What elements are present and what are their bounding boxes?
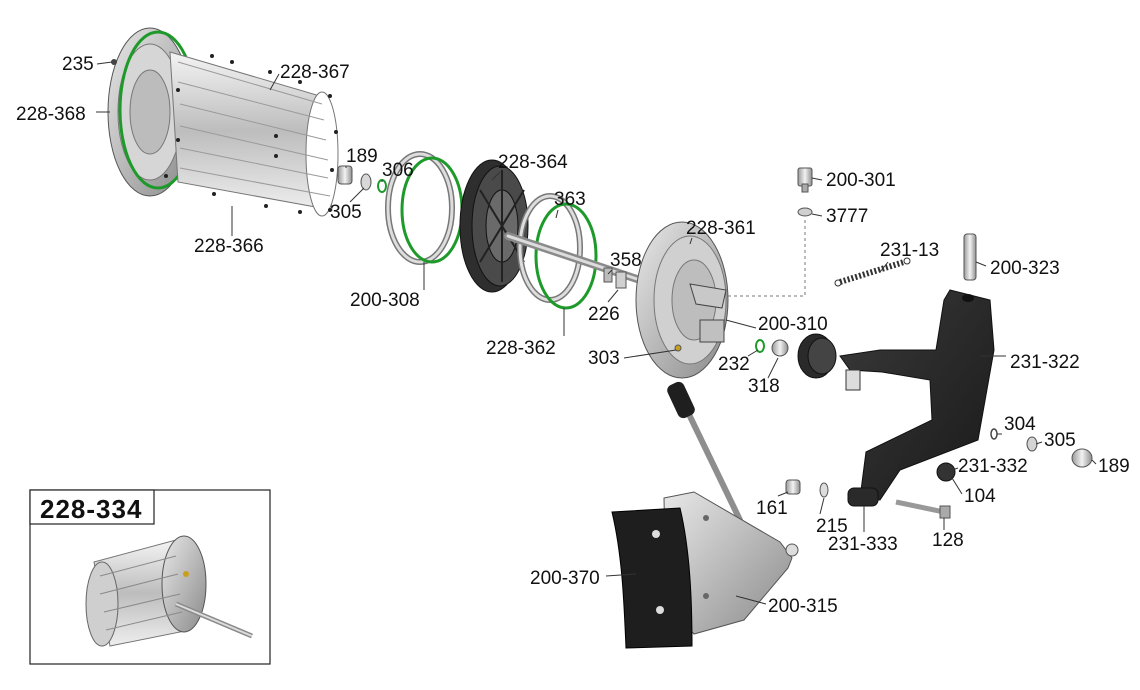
- part-label-189a: 189: [346, 146, 378, 167]
- leader-line-200-310: [725, 319, 757, 329]
- drum-assembly: [107, 27, 339, 217]
- part-label-304: 304: [1004, 414, 1036, 435]
- part-label-231-13: 231-13: [880, 240, 939, 261]
- leader-line-318: [767, 357, 779, 379]
- washer-215: [819, 482, 829, 498]
- brake-pad-200-370: [611, 507, 693, 649]
- nut-189-right: [1071, 448, 1093, 468]
- part-label-215: 215: [816, 516, 848, 537]
- leader-line-104: [951, 477, 963, 495]
- leader-line-228-364: [491, 171, 501, 181]
- part-label-226: 226: [588, 304, 620, 325]
- part-label-235: 235: [62, 54, 94, 75]
- leader-line-358: [607, 269, 613, 275]
- washer-305-right: [1026, 436, 1038, 452]
- part-label-200-315: 200-315: [768, 596, 838, 617]
- leader-line-200-315: [735, 595, 767, 605]
- nut-189: [337, 165, 353, 185]
- washer-305: [360, 173, 372, 191]
- part-label-228-362: 228-362: [486, 338, 556, 359]
- leader-line-228-361: [689, 237, 693, 245]
- screw-235: [111, 59, 117, 65]
- part-label-200-301: 200-301: [826, 170, 896, 191]
- inset-assembly-drawing: [85, 535, 253, 647]
- leader-line-3777: [811, 213, 823, 217]
- pin-200-323: [963, 233, 977, 281]
- roller: [797, 333, 837, 379]
- leader-line-226: [607, 289, 619, 303]
- seal-rings-228-362: [517, 193, 598, 310]
- ring-304: [990, 428, 998, 440]
- leader-line-200-323: [975, 261, 987, 267]
- fitting-303: [674, 344, 682, 352]
- leader-line-305b: [1035, 441, 1043, 445]
- part-label-189b: 189: [1098, 456, 1130, 477]
- drum-shell: [164, 51, 339, 217]
- spring-231-13: [834, 257, 911, 287]
- part-label-161: 161: [756, 498, 788, 519]
- housing-plate-228-361: [635, 221, 729, 379]
- part-label-231-322: 231-322: [1010, 352, 1080, 373]
- nut-231-332: [936, 462, 956, 482]
- part-label-200-370: 200-370: [530, 568, 600, 589]
- part-label-228-361: 228-361: [686, 218, 756, 239]
- leader-line-303: [623, 349, 677, 359]
- washer-3777: [797, 207, 813, 217]
- nut-161: [785, 479, 801, 495]
- part-label-104: 104: [964, 486, 996, 507]
- part-label-231-332: 231-332: [958, 456, 1028, 477]
- part-label-363: 363: [554, 189, 586, 210]
- lever-handle: [667, 381, 743, 523]
- nut-318: [771, 339, 789, 357]
- bearing-226: [615, 271, 627, 289]
- part-label-200-310: 200-310: [758, 314, 828, 335]
- part-label-305b: 305: [1044, 430, 1076, 451]
- bolt-128: [895, 499, 951, 519]
- leader-line-189b: [1091, 459, 1097, 465]
- part-label-306: 306: [382, 160, 414, 181]
- assembly-path: [726, 220, 806, 297]
- part-labels: 235228-368228-367228-366189306305228-364…: [16, 54, 1130, 617]
- part-label-318: 318: [748, 376, 780, 397]
- leader-line-235: [96, 61, 113, 65]
- leader-line-215: [819, 497, 825, 515]
- leader-line-161: [777, 491, 789, 497]
- part-label-3777: 3777: [826, 206, 868, 227]
- hardware-group-upper: [337, 165, 387, 193]
- arm-231-322: [839, 289, 995, 507]
- inset-assembly: 228-334: [29, 489, 271, 665]
- part-label-231-333: 231-333: [828, 534, 898, 555]
- part-label-228-368: 228-368: [16, 104, 86, 125]
- seal-rings-200-308: [385, 151, 464, 265]
- part-label-305a: 305: [330, 202, 362, 223]
- leader-line-232: [747, 349, 759, 357]
- rotor-wheel-228-364: [459, 159, 529, 293]
- leader-line-231-13: [879, 261, 889, 273]
- part-label-303: 303: [588, 348, 620, 369]
- part-label-200-323: 200-323: [990, 258, 1060, 279]
- o-ring-232: [755, 339, 765, 353]
- leader-line-228-367: [269, 73, 280, 91]
- part-label-228-366: 228-366: [194, 236, 264, 257]
- part-label-128: 128: [932, 530, 964, 551]
- leader-line-231-332: [951, 467, 959, 471]
- part-label-228-364: 228-364: [498, 152, 568, 173]
- part-label-228-367: 228-367: [280, 62, 350, 83]
- inset-title: 228-334: [40, 494, 142, 524]
- leader-line-305a: [349, 187, 365, 203]
- part-label-232: 232: [718, 354, 750, 375]
- part-label-200-308: 200-308: [350, 290, 420, 311]
- leader-line-200-370: [605, 573, 637, 577]
- bolt-200-301: [797, 167, 813, 193]
- leader-line-363: [555, 209, 559, 219]
- part-label-358: 358: [610, 250, 642, 271]
- leader-line-200-301: [811, 177, 823, 181]
- spacer-358: [603, 267, 613, 283]
